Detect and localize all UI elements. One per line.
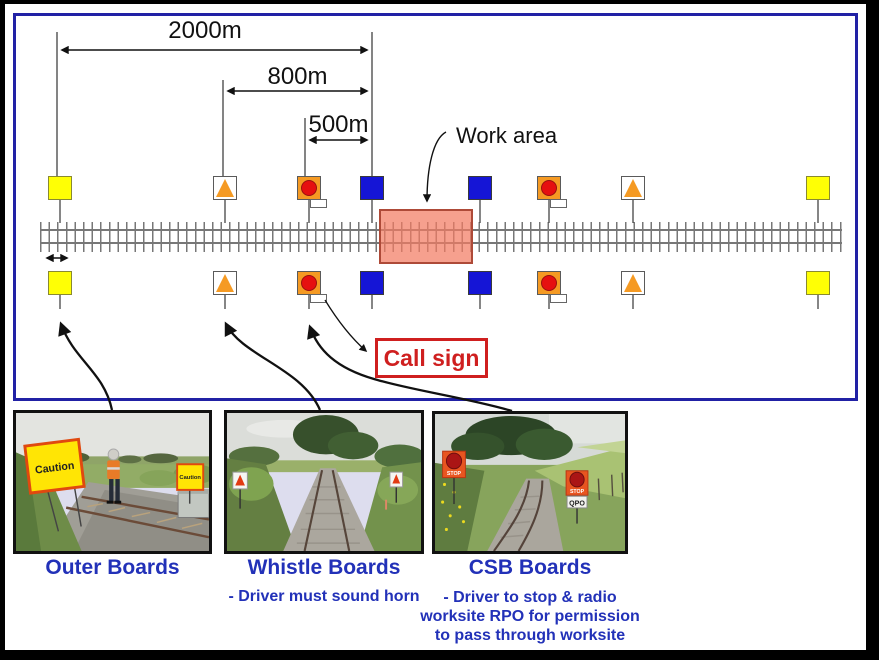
distance-label-500m: 500m [308, 111, 369, 138]
caption-whistle-boards: Whistle Boards [247, 556, 401, 579]
csb-board-bottom-right [537, 271, 561, 295]
call-sign-tag-bottom-left [310, 294, 327, 303]
work-zone-board-bottom-left [360, 271, 384, 295]
svg-text:STOP: STOP [447, 471, 462, 477]
caption-outer-boards: Outer Boards [45, 556, 180, 579]
distance-label-2000m: 2000m [168, 17, 242, 44]
outer-board-top-left [48, 176, 72, 200]
stop-circle-icon [541, 180, 557, 196]
work-area-zone [379, 209, 473, 264]
csb-board-top-right [537, 176, 561, 200]
stop-circle-icon [541, 275, 557, 291]
csb-subtitle-line-2: worksite RPO for permission [420, 608, 640, 625]
work-zone-board-top-left [360, 176, 384, 200]
work-zone-board-top-right [468, 176, 492, 200]
photo-csb-boards: STOP STOP QPO [432, 411, 628, 554]
outer-board-top-right [806, 176, 830, 200]
whistle-sign-right [385, 471, 404, 510]
csb-stop-sign-left: STOP [442, 450, 466, 505]
triangle-icon [624, 179, 642, 197]
caution-board-right: Caution [176, 463, 205, 504]
stop-circle-icon [301, 180, 317, 196]
photo-whistle-boards [224, 410, 424, 554]
whistle-board-bottom-left [213, 271, 237, 295]
svg-text:Caution: Caution [179, 475, 201, 481]
distance-label-800m: 800m [267, 63, 328, 90]
caution-board-left: Caution [23, 437, 86, 532]
csb-stop-sign-right: STOP QPO [565, 470, 589, 524]
call-sign-tag-top-left [310, 199, 327, 208]
csb-subtitle-line-3: to pass through worksite [434, 627, 626, 644]
csb-board-top-left [297, 176, 321, 200]
work-zone-board-bottom-right [468, 271, 492, 295]
csb-board-bottom-left [297, 271, 321, 295]
outer-board-bottom-left [48, 271, 72, 295]
outer-board-bottom-right [806, 271, 830, 295]
subtitle-whistle-boards: - Driver must sound horn [228, 588, 420, 605]
whistle-board-top-left [213, 176, 237, 200]
subtitle-csb-boards: - Driver to stop & radio worksite RPO fo… [420, 588, 640, 645]
qpo-sign: QPO [569, 498, 585, 507]
call-sign-tag-bottom-right [550, 294, 567, 303]
call-sign-label: Call sign [383, 344, 480, 371]
whistle-board-top-right [621, 176, 645, 200]
call-sign-box: Call sign [375, 338, 488, 378]
work-area-label: Work area [456, 123, 558, 148]
triangle-icon [216, 274, 234, 292]
caption-csb-boards: CSB Boards [468, 556, 592, 579]
photo-outer-boards: Caution Caution [13, 410, 212, 554]
call-sign-tag-top-right [550, 199, 567, 208]
stop-circle-icon [301, 275, 317, 291]
csb-subtitle-line-1: - Driver to stop & radio [443, 589, 617, 606]
triangle-icon [216, 179, 234, 197]
svg-text:STOP: STOP [570, 489, 585, 495]
svg-text:Caution: Caution [34, 460, 75, 477]
whistle-sign-left [232, 471, 248, 509]
triangle-icon [624, 274, 642, 292]
whistle-board-bottom-right [621, 271, 645, 295]
worker-figure [106, 448, 122, 504]
